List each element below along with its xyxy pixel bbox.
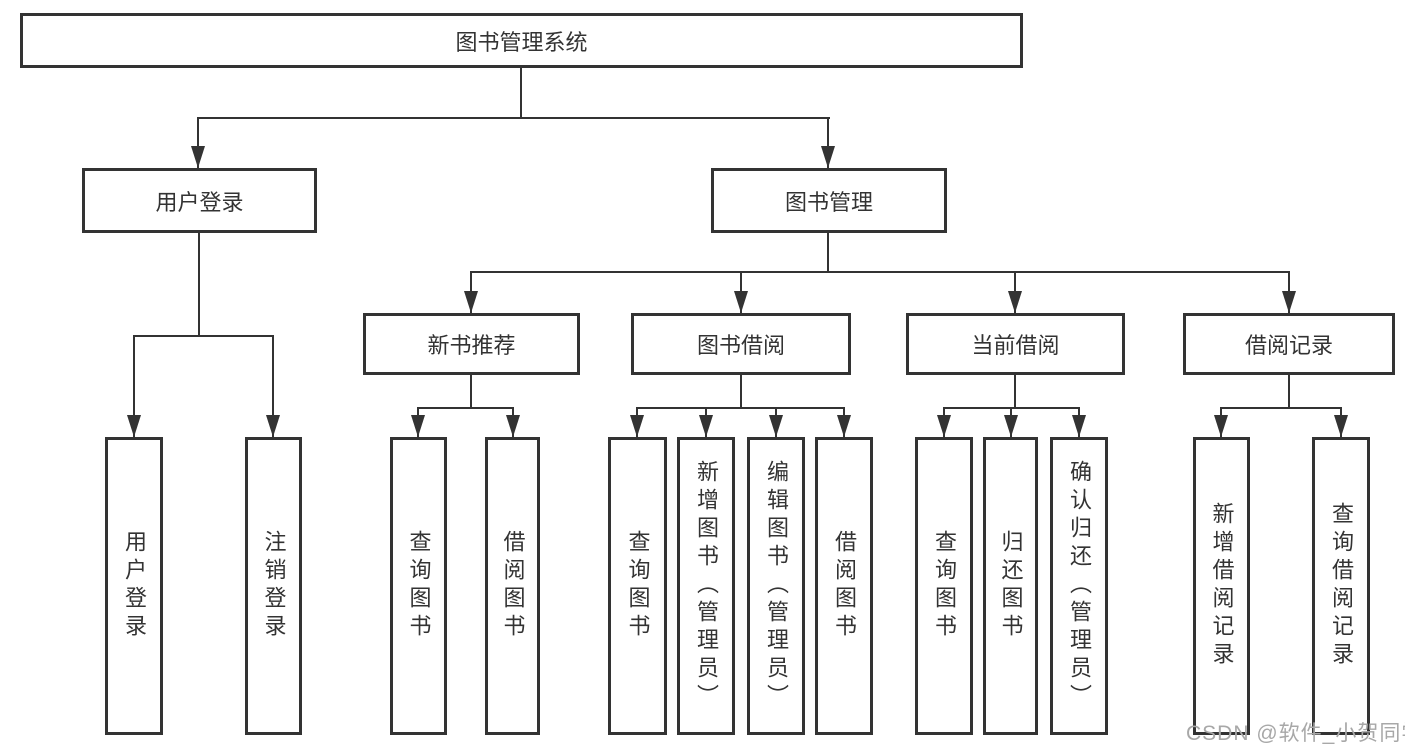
- node-book-management: 图书管理: [711, 168, 947, 233]
- arrowhead-current: [1008, 291, 1022, 313]
- leaf-query-books-recommend: 查询图书: [390, 437, 447, 735]
- node-borrow-records-label: 借阅记录: [1244, 333, 1333, 358]
- connector-root-stem: [520, 68, 522, 118]
- connector-userlogin-rail: [133, 335, 273, 337]
- node-book-management-label: 图书管理: [784, 189, 873, 215]
- csdn-watermark: CSDN @软件_小贺同学: [1186, 722, 1405, 745]
- arrowhead-newbook: [464, 291, 478, 313]
- arrowhead-user-login: [191, 146, 205, 168]
- node-user-login-label: 用户登录: [155, 189, 244, 215]
- leaf-add-books-admin-label: 新增图书（管理员）: [694, 460, 719, 712]
- leaf-query-borrow-record-label: 查询借阅记录: [1329, 502, 1354, 670]
- leaf-query-books-current: 查询图书: [915, 437, 973, 735]
- connector-to-leaf-logout: [272, 335, 274, 437]
- leaf-edit-books-admin-label: 编辑图书（管理员）: [764, 460, 789, 712]
- connector-newbook-rail: [418, 407, 513, 409]
- connector-current-rail: [944, 407, 1080, 409]
- node-new-book-recommend: 新书推荐: [363, 313, 580, 375]
- arrowhead-current-leaf1: [937, 415, 951, 437]
- leaf-query-books-recommend-label: 查询图书: [406, 530, 432, 642]
- connector-records-rail: [1221, 407, 1342, 409]
- connector-newbook-stem: [470, 375, 472, 408]
- leaf-edit-books-admin: 编辑图书（管理员）: [747, 437, 805, 735]
- leaf-user-login: 用户登录: [105, 437, 163, 735]
- node-book-borrow: 图书借阅: [631, 313, 851, 375]
- leaf-query-borrow-record: 查询借阅记录: [1312, 437, 1370, 735]
- connector-to-user-login: [197, 117, 199, 168]
- arrowhead-borrow-leaf1: [630, 415, 644, 437]
- arrowhead-records-leaf2: [1334, 415, 1348, 437]
- node-current-borrow: 当前借阅: [906, 313, 1125, 375]
- leaf-logout: 注销登录: [245, 437, 302, 735]
- node-library-system: 图书管理系统: [20, 13, 1023, 68]
- arrowhead-leaf-login: [127, 415, 141, 437]
- leaf-user-login-label: 用户登录: [122, 530, 147, 642]
- arrowhead-current-leaf3: [1072, 415, 1086, 437]
- arrowhead-newbook-leaf1: [411, 415, 425, 437]
- node-new-book-recommend-label: 新书推荐: [427, 333, 516, 358]
- leaf-query-books-borrow-label: 查询图书: [625, 530, 651, 642]
- leaf-borrow-books-label: 借阅图书: [832, 530, 857, 642]
- arrowhead-book-mgmt: [821, 146, 835, 168]
- leaf-add-borrow-record-label: 新增借阅记录: [1209, 502, 1235, 670]
- leaf-confirm-return-admin-label: 确认归还（管理员）: [1067, 460, 1092, 712]
- connector-root-rail: [198, 117, 830, 119]
- leaf-borrow-books-recommend-label: 借阅图书: [500, 530, 526, 642]
- node-library-system-label: 图书管理系统: [455, 29, 588, 55]
- arrowhead-records-leaf1: [1214, 415, 1228, 437]
- leaf-query-books-current-label: 查询图书: [932, 530, 957, 642]
- leaf-logout-label: 注销登录: [261, 530, 287, 642]
- arrowhead-records: [1282, 291, 1296, 313]
- connector-borrow-rail: [637, 407, 845, 409]
- arrowhead-leaf-logout: [266, 415, 280, 437]
- leaf-return-books: 归还图书: [983, 437, 1038, 735]
- arrowhead-current-leaf2: [1004, 415, 1018, 437]
- leaf-add-borrow-record: 新增借阅记录: [1193, 437, 1250, 735]
- node-user-login: 用户登录: [82, 168, 317, 233]
- leaf-confirm-return-admin: 确认归还（管理员）: [1050, 437, 1108, 735]
- leaf-query-books-borrow: 查询图书: [608, 437, 667, 735]
- arrowhead-newbook-leaf2: [506, 415, 520, 437]
- leaf-borrow-books: 借阅图书: [815, 437, 873, 735]
- leaf-borrow-books-recommend: 借阅图书: [485, 437, 540, 735]
- leaf-add-books-admin: 新增图书（管理员）: [677, 437, 735, 735]
- connector-current-stem: [1014, 375, 1016, 408]
- leaf-return-books-label: 归还图书: [998, 530, 1024, 642]
- arrowhead-borrow-leaf3: [769, 415, 783, 437]
- connector-bookmgmt-rail: [471, 271, 1289, 273]
- connector-records-stem: [1288, 375, 1290, 408]
- node-current-borrow-label: 当前借阅: [971, 333, 1060, 358]
- arrowhead-borrow-leaf2: [699, 415, 713, 437]
- connector-to-book-mgmt: [827, 117, 829, 168]
- connector-to-leaf-login: [133, 335, 135, 437]
- arrowhead-borrow-leaf4: [837, 415, 851, 437]
- connector-userlogin-stem: [198, 232, 200, 335]
- connector-borrow-stem: [740, 375, 742, 408]
- connector-bookmgmt-stem: [827, 232, 829, 272]
- node-book-borrow-label: 图书借阅: [696, 333, 785, 358]
- arrowhead-borrow: [734, 291, 748, 313]
- node-borrow-records: 借阅记录: [1183, 313, 1395, 375]
